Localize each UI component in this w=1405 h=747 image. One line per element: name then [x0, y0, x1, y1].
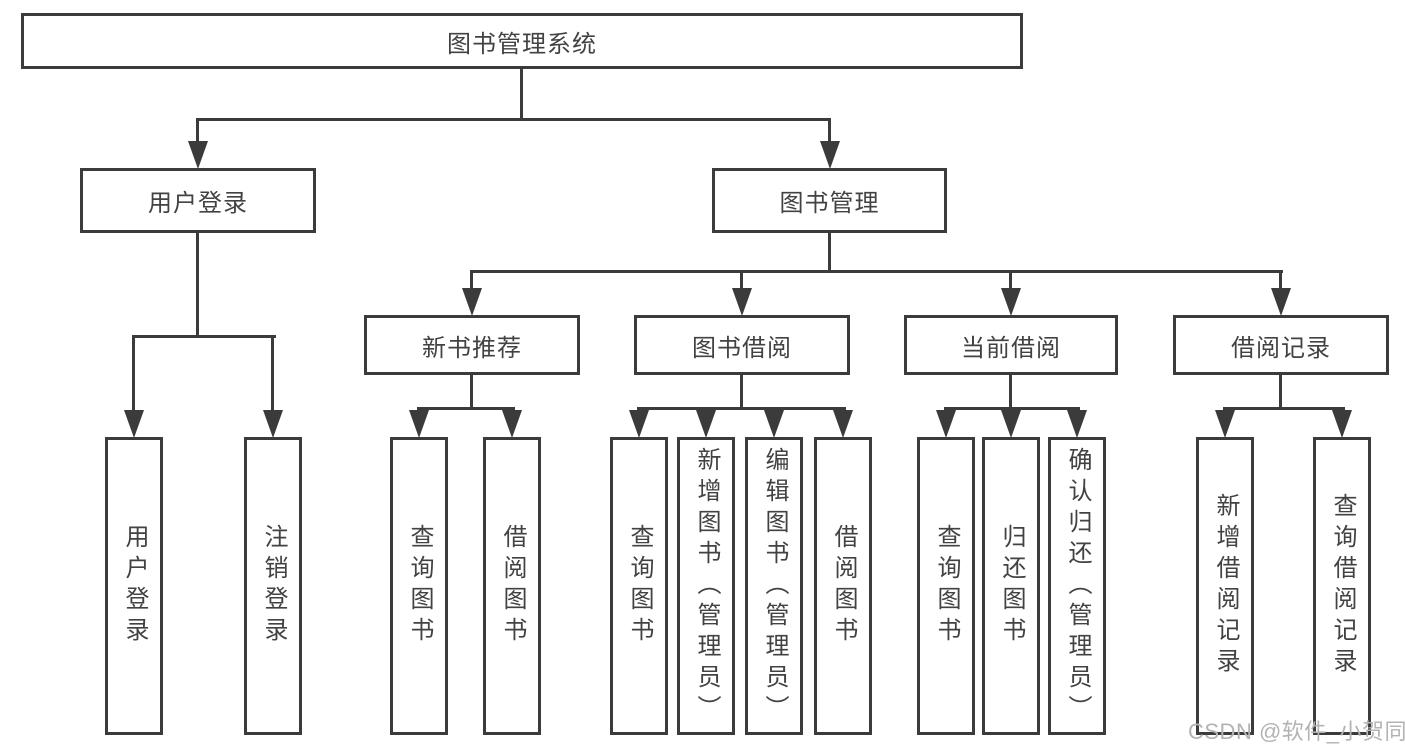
connector-user-branch — [133, 335, 276, 338]
connector-management-stem — [828, 233, 831, 273]
connector-to-borrow-records-stem — [1279, 270, 1282, 290]
arrow-to-current-query-books — [936, 410, 956, 438]
node-library-system: 图书管理系统 — [21, 13, 1023, 69]
node-user-login-group: 用户登录 — [80, 168, 316, 233]
connector-borrow-stem — [740, 375, 743, 410]
leaf-borrow-books: 借阅图书 — [814, 437, 872, 735]
leaf-borrow-books-label: 借阅图书 — [830, 524, 857, 648]
leaf-query-borrow-record: 查询借阅记录 — [1313, 437, 1371, 735]
node-new-book-recommend: 新书推荐 — [364, 315, 580, 375]
arrow-to-borrow-books — [833, 410, 853, 438]
leaf-return-books: 归还图书 — [982, 437, 1040, 735]
leaf-add-borrow-record: 新增借阅记录 — [1196, 437, 1254, 735]
node-library-system-label: 图书管理系统 — [447, 30, 597, 58]
connector-records-branch — [1223, 407, 1345, 410]
node-book-borrow-label: 图书借阅 — [692, 334, 792, 362]
leaf-recommend-borrow-books: 借阅图书 — [483, 437, 541, 735]
connector-to-leaf-logout-stem — [271, 335, 274, 411]
arrow-to-leaf-user-login — [124, 410, 144, 438]
leaf-logout-label: 注销登录 — [260, 524, 287, 648]
node-book-management-label: 图书管理 — [779, 190, 880, 217]
leaf-recommend-query-books-label: 查询图书 — [406, 524, 433, 648]
leaf-confirm-return-admin: 确认归还（管理员） — [1048, 437, 1106, 735]
connector-current-branch — [944, 407, 1080, 410]
node-borrow-records: 借阅记录 — [1173, 315, 1389, 375]
leaf-current-query-books-label: 查询图书 — [933, 524, 960, 648]
connector-management-branch — [470, 270, 1283, 273]
leaf-edit-books-admin-label: 编辑图书（管理员） — [761, 446, 788, 726]
leaf-logout: 注销登录 — [244, 437, 302, 735]
leaf-edit-books-admin: 编辑图书（管理员） — [745, 437, 803, 735]
leaf-add-books-admin: 新增图书（管理员） — [677, 437, 735, 735]
leaf-user-login: 用户登录 — [105, 437, 163, 735]
connector-to-leaf-user-login-stem — [132, 335, 135, 411]
arrow-to-query-borrow-record — [1332, 410, 1352, 438]
arrow-to-recommend-query-books — [409, 410, 429, 438]
connector-recommend-stem — [470, 375, 473, 410]
arrow-to-book-management — [820, 141, 840, 169]
leaf-confirm-return-admin-label: 确认归还（管理员） — [1064, 446, 1091, 726]
arrow-to-confirm-return-admin — [1067, 410, 1087, 438]
leaf-query-borrow-record-label: 查询借阅记录 — [1329, 493, 1356, 679]
leaf-recommend-borrow-books-label: 借阅图书 — [499, 524, 526, 648]
connector-root-stem — [520, 69, 523, 119]
node-current-borrow-label: 当前借阅 — [961, 334, 1061, 362]
arrow-to-edit-books-admin — [764, 410, 784, 438]
connector-to-user-login-stem — [196, 118, 199, 144]
arrow-to-borrow-records — [1271, 288, 1291, 316]
leaf-borrow-query-books: 查询图书 — [610, 437, 668, 735]
connector-to-current-borrow-stem — [1009, 270, 1012, 290]
leaf-current-query-books: 查询图书 — [917, 437, 975, 735]
node-book-management: 图书管理 — [712, 168, 947, 233]
leaf-add-borrow-record-label: 新增借阅记录 — [1212, 493, 1239, 679]
arrow-to-new-book-recommend — [462, 288, 482, 316]
arrow-to-recommend-borrow-books — [502, 410, 522, 438]
node-borrow-records-label: 借阅记录 — [1231, 334, 1331, 362]
connector-records-stem — [1279, 375, 1282, 410]
leaf-return-books-label: 归还图书 — [998, 524, 1025, 648]
connector-to-book-borrow-stem — [740, 270, 743, 290]
connector-borrow-branch — [637, 407, 846, 410]
arrow-to-add-borrow-record — [1215, 410, 1235, 438]
connector-current-stem — [1009, 375, 1012, 410]
leaf-borrow-query-books-label: 查询图书 — [626, 524, 653, 648]
arrow-to-return-books — [1001, 410, 1021, 438]
arrow-to-book-borrow — [732, 288, 752, 316]
node-current-borrow: 当前借阅 — [904, 315, 1118, 375]
csdn-watermark: CSDN @软件_小贺同学 — [1188, 719, 1405, 744]
arrow-to-current-borrow — [1001, 288, 1021, 316]
connector-root-branch — [197, 118, 831, 121]
leaf-add-books-admin-label: 新增图书（管理员） — [693, 446, 720, 726]
leaf-recommend-query-books: 查询图书 — [390, 437, 448, 735]
connector-user-stem — [196, 233, 199, 337]
connector-to-new-book-recommend-stem — [470, 270, 473, 290]
connector-to-book-management-stem — [828, 118, 831, 144]
arrow-to-borrow-query-books — [629, 410, 649, 438]
arrow-to-leaf-logout — [263, 410, 283, 438]
node-user-login-group-label: 用户登录 — [148, 190, 248, 217]
node-book-borrow: 图书借阅 — [634, 315, 850, 375]
node-new-book-recommend-label: 新书推荐 — [422, 334, 522, 362]
connector-recommend-branch — [417, 407, 515, 410]
arrow-to-user-login — [188, 141, 208, 169]
arrow-to-add-books-admin — [696, 410, 716, 438]
leaf-user-login-label: 用户登录 — [121, 524, 148, 648]
